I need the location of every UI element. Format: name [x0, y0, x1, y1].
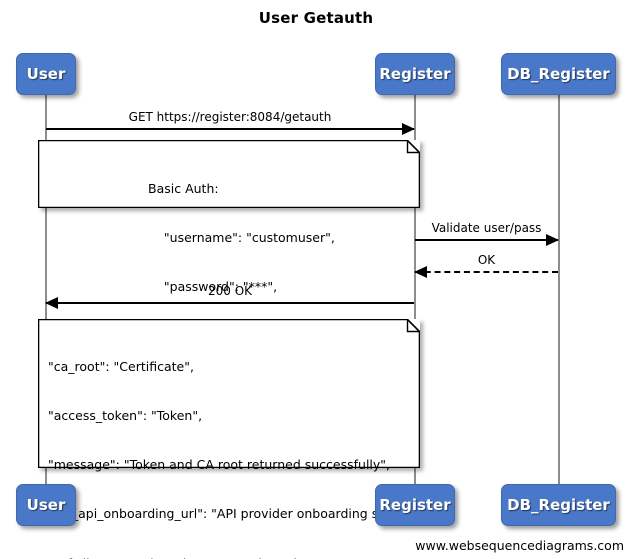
participant-label: DB_Register: [507, 496, 610, 514]
note-line: "username": "customuser",: [148, 230, 335, 246]
arrowhead-right-icon: [402, 123, 415, 135]
message-line: [415, 271, 558, 273]
note-line: "access_token": "Token",: [48, 408, 203, 424]
footer-watermark: www.websequencediagrams.com: [415, 538, 624, 553]
note-shape-folded-corner: [38, 319, 420, 468]
note-line: "ccf_discover_url": "Discover service ur…: [48, 556, 410, 559]
message-line: [415, 239, 558, 241]
participant-register-top[interactable]: Register: [375, 53, 455, 95]
lifeline-register: [414, 95, 416, 485]
participant-label: DB_Register: [507, 65, 610, 83]
participant-label: Register: [379, 496, 451, 514]
page-title: User Getauth: [258, 9, 374, 27]
participant-register-bottom[interactable]: Register: [375, 484, 455, 526]
message-label: 200 OK: [207, 284, 253, 298]
lifeline-db-register: [558, 95, 560, 485]
note-line: "password": "***",: [148, 279, 278, 295]
message-label: Validate user/pass: [431, 221, 542, 235]
arrowhead-left-icon: [45, 297, 58, 309]
note-response-payload: "ca_root": "Certificate", "access_token"…: [38, 319, 447, 559]
participant-db-register-bottom[interactable]: DB_Register: [501, 484, 616, 526]
note-basic-auth-text: Basic Auth: "username": "customuser", "p…: [38, 140, 420, 294]
participant-db-register-top[interactable]: DB_Register: [501, 53, 616, 95]
arrowhead-left-icon: [414, 266, 427, 278]
lifeline-user: [45, 95, 47, 485]
note-line: Basic Auth:: [148, 180, 219, 196]
participant-label: Register: [379, 65, 451, 83]
note-response-payload-text: "ca_root": "Certificate", "access_token"…: [38, 319, 447, 559]
message-label: OK: [477, 253, 496, 267]
participant-label: User: [26, 496, 66, 514]
note-basic-auth: Basic Auth: "username": "customuser", "p…: [38, 140, 420, 294]
note-line: "ccf_api_onboarding_url": "API provider …: [48, 506, 447, 522]
note-shape-folded-corner: [38, 140, 420, 208]
participant-user-top[interactable]: User: [16, 53, 76, 95]
participant-label: User: [26, 65, 66, 83]
note-line: "ca_root": "Certificate",: [48, 358, 194, 374]
message-line: [46, 128, 414, 130]
message-line: [46, 302, 414, 304]
participant-user-bottom[interactable]: User: [16, 484, 76, 526]
arrowhead-right-icon: [546, 234, 559, 246]
note-line: "message": "Token and CA root returned s…: [48, 457, 391, 473]
message-label: GET https://register:8084/getauth: [128, 110, 332, 124]
